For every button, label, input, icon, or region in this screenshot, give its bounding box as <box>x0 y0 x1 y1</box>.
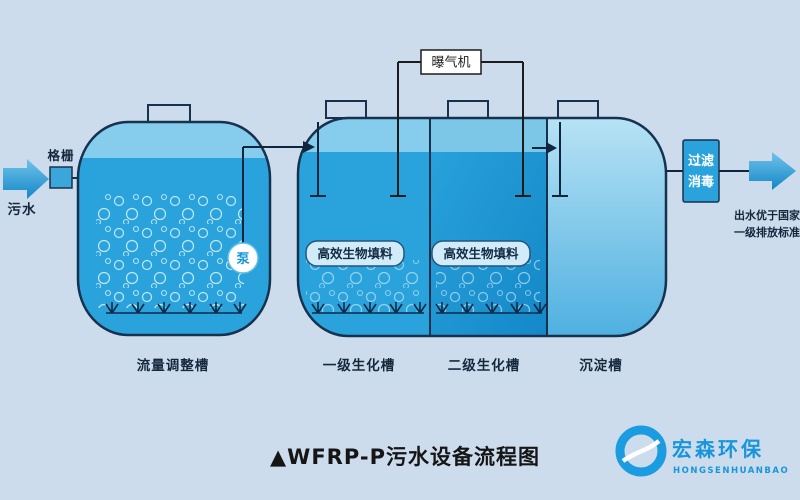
aerator-box <box>420 49 482 75</box>
filter-disinfect-box <box>682 139 720 203</box>
logo-subtitle: HONGSENHUANBAO <box>673 466 789 476</box>
inlet-flow-label: 污水 <box>8 201 37 218</box>
adjustment-tank-outline <box>76 120 272 337</box>
bio1-media-label: 高效生物填料 <box>317 246 393 261</box>
filter-label-line1: 过滤 <box>688 153 714 169</box>
bio2-vent-hatch <box>447 100 489 119</box>
tank1-vent-hatch <box>147 104 191 123</box>
adjustment-tank-water <box>78 122 270 335</box>
bio2-diffusers <box>435 301 547 314</box>
diagram-title: ▲WFRP-P污水设备流程图 <box>270 445 540 469</box>
bubbles-field-3 <box>436 260 540 312</box>
adjustment-tank-label: 流量调整槽 <box>137 357 210 374</box>
bio2-media-box <box>431 240 531 267</box>
outlet-note-line2: 一级排放标准 <box>734 225 800 239</box>
company-logo: 宏森环保 HONGSENHUANBAO <box>615 425 789 477</box>
outlet-flow-arrow-icon <box>749 152 796 190</box>
bio1-tank-label: 一级生化槽 <box>323 357 396 374</box>
outlet-note-line1: 出水优于国家 <box>734 208 800 222</box>
bar-screen-box <box>49 166 73 189</box>
logo-name: 宏森环保 <box>672 437 764 461</box>
tank1-diffusers <box>105 301 247 314</box>
settling-vent-hatch <box>557 100 599 119</box>
filter-label-line2: 消毒 <box>688 174 714 190</box>
bio-settling-tank-water <box>298 118 666 336</box>
logo-ring-icon <box>615 425 667 477</box>
transfer-arrowhead-2 <box>546 142 557 154</box>
pump-label: 泵 <box>236 252 249 267</box>
bubbles-field-2 <box>306 260 422 312</box>
inlet-flow-arrow-icon <box>3 159 49 199</box>
settling-tank-label: 沉淀槽 <box>579 357 623 374</box>
transfer-arrowhead-1 <box>303 141 315 153</box>
bio1-media-box <box>305 240 405 267</box>
bio1-diffusers <box>311 301 427 314</box>
bubbles-field-1 <box>96 192 244 308</box>
bio1-vent-hatch <box>325 100 367 119</box>
bio-settling-tank-outline <box>296 116 668 338</box>
logo-swirl-icon <box>621 439 661 463</box>
bar-screen-label: 格栅 <box>47 148 74 163</box>
pump-circle <box>227 242 259 274</box>
bio2-media-label: 高效生物填料 <box>443 246 519 261</box>
bio2-tank-label: 二级生化槽 <box>448 357 521 374</box>
aerator-label: 曝气机 <box>431 55 470 71</box>
